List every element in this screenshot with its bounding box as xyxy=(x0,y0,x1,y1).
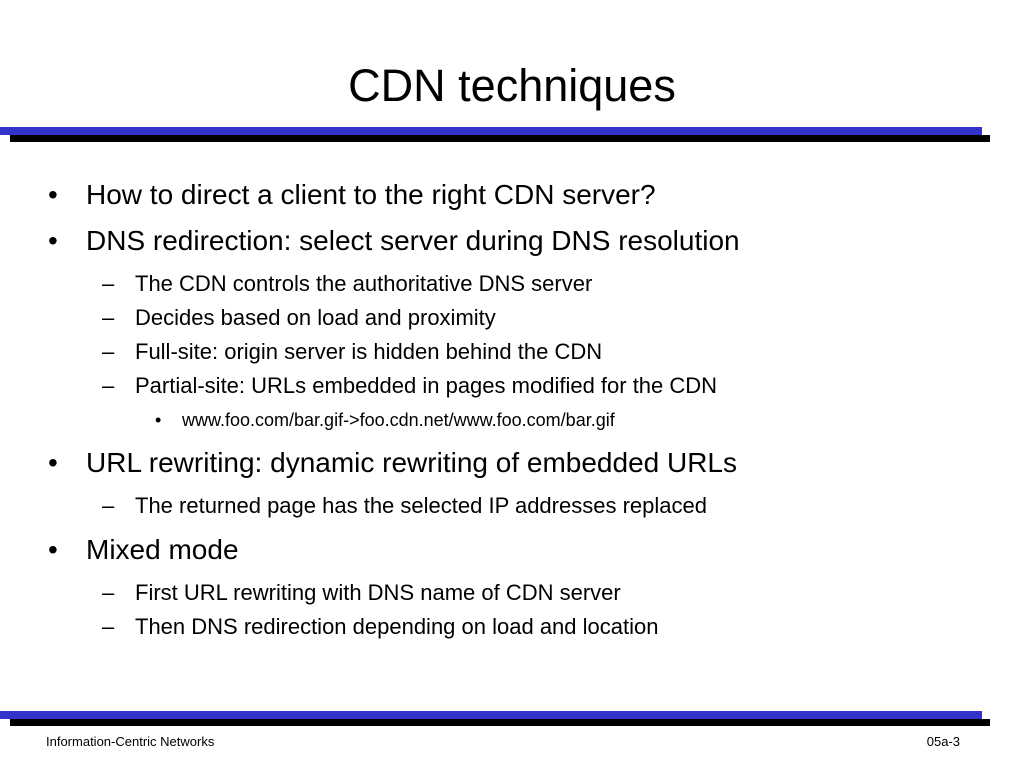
footer-divider xyxy=(0,708,1024,730)
bullet-level2: – Then DNS redirection depending on load… xyxy=(0,613,1024,640)
dash-marker-icon: – xyxy=(102,373,115,398)
bullet-text: DNS redirection: select server during DN… xyxy=(86,225,740,256)
bullet-level2: – The CDN controls the authoritative DNS… xyxy=(0,270,1024,297)
footer-divider-black-rule xyxy=(10,719,990,726)
bullet-marker-icon: • xyxy=(48,179,58,210)
bullet-marker-icon: • xyxy=(155,410,162,430)
bullet-level3: • www.foo.com/bar.gif->foo.cdn.net/www.f… xyxy=(0,409,1024,432)
bullet-text: Partial-site: URLs embedded in pages mod… xyxy=(135,373,718,398)
footer-divider-blue-rule xyxy=(0,711,982,719)
bullet-level2: – The returned page has the selected IP … xyxy=(0,492,1024,519)
bullet-text: Full-site: origin server is hidden behin… xyxy=(135,339,603,364)
bullet-level1: • Mixed mode xyxy=(0,533,1024,567)
title-area: CDN techniques xyxy=(0,60,1024,112)
bullet-marker-icon: • xyxy=(48,534,58,565)
header-divider-black-rule xyxy=(10,135,990,142)
bullet-level1: • How to direct a client to the right CD… xyxy=(0,178,1024,212)
bullet-level2: – Decides based on load and proximity xyxy=(0,304,1024,331)
bullet-marker-icon: • xyxy=(48,225,58,256)
bullet-level1: • DNS redirection: select server during … xyxy=(0,224,1024,258)
dash-marker-icon: – xyxy=(102,305,115,330)
footer-slide-number: 05a-3 xyxy=(926,734,960,749)
bullet-text: URL rewriting: dynamic rewriting of embe… xyxy=(86,447,737,478)
dash-marker-icon: – xyxy=(102,614,115,639)
bullet-level2: – First URL rewriting with DNS name of C… xyxy=(0,579,1024,606)
footer: Information-Centric Networks 05a-3 xyxy=(0,733,1024,757)
bullet-marker-icon: • xyxy=(48,447,58,478)
bullet-text: The CDN controls the authoritative DNS s… xyxy=(135,271,593,296)
content-body: • How to direct a client to the right CD… xyxy=(0,178,1024,647)
bullet-level1: • URL rewriting: dynamic rewriting of em… xyxy=(0,446,1024,480)
dash-marker-icon: – xyxy=(102,339,115,364)
bullet-text: Mixed mode xyxy=(86,534,239,565)
bullet-text: Decides based on load and proximity xyxy=(135,305,496,330)
dash-marker-icon: – xyxy=(102,271,115,296)
header-divider-blue-rule xyxy=(0,127,982,135)
header-divider xyxy=(0,124,1024,146)
bullet-text: How to direct a client to the right CDN … xyxy=(86,179,656,210)
example-url-text: www.foo.com/bar.gif->foo.cdn.net/www.foo… xyxy=(182,410,615,430)
bullet-level2: – Partial-site: URLs embedded in pages m… xyxy=(0,372,1024,399)
dash-marker-icon: – xyxy=(102,580,115,605)
footer-course-label: Information-Centric Networks xyxy=(46,734,215,749)
bullet-text: First URL rewriting with DNS name of CDN… xyxy=(135,580,621,605)
bullet-text: The returned page has the selected IP ad… xyxy=(135,493,707,518)
bullet-level2: – Full-site: origin server is hidden beh… xyxy=(0,338,1024,365)
bullet-text: Then DNS redirection depending on load a… xyxy=(135,614,659,639)
page-title: CDN techniques xyxy=(348,60,676,111)
dash-marker-icon: – xyxy=(102,493,115,518)
